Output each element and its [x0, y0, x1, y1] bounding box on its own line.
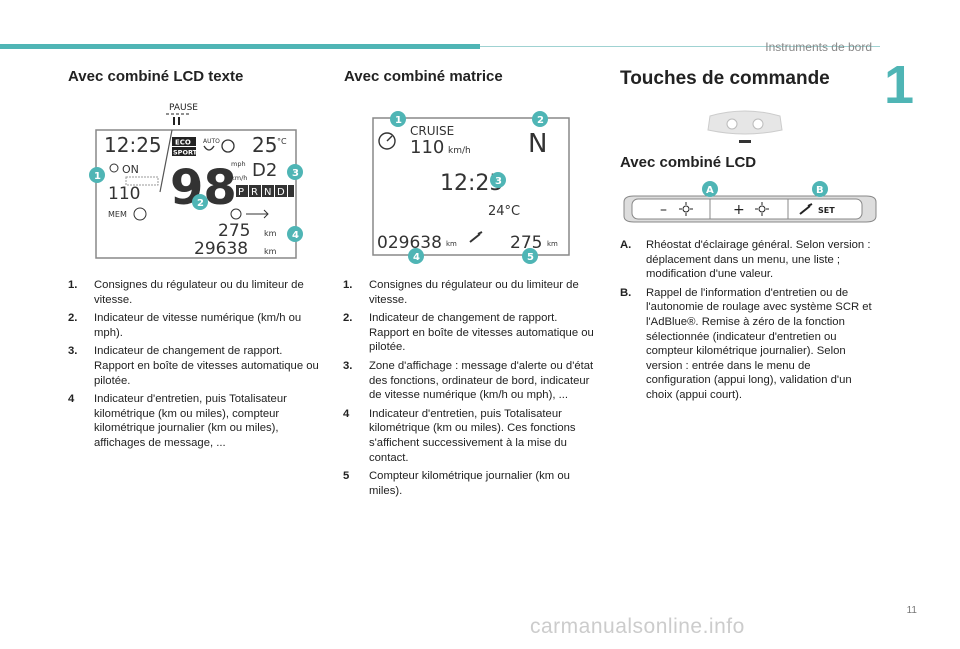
- matrix-service-unit: km: [547, 240, 558, 248]
- lcd-odo-total: 29638: [194, 239, 248, 259]
- matrix-legend: 1.Consignes du régulateur ou du limiteur…: [343, 278, 600, 502]
- brightness-down-icon: [679, 202, 693, 216]
- matrix-temperature: 24°C: [488, 204, 520, 219]
- lcd-odo-total-unit: km: [264, 247, 277, 256]
- callout-2: 2: [537, 115, 544, 126]
- control-buttons-illustration: – + SET A B: [623, 181, 877, 223]
- callout-5: 5: [527, 252, 534, 263]
- callout-4: 4: [413, 252, 420, 263]
- controls-subtitle: Avec combiné LCD: [620, 154, 757, 171]
- minus-button-label: –: [660, 202, 667, 218]
- wrench-icon: [799, 203, 813, 215]
- callout-3: 3: [292, 168, 299, 179]
- list-item: 1.Consignes du régulateur ou du limiteur…: [343, 279, 579, 306]
- running-title: Instruments de bord: [765, 40, 872, 54]
- lcd-unit-mph: mph: [231, 160, 246, 168]
- page-number: 11: [906, 605, 917, 616]
- lcd-odo-trip-unit: km: [264, 229, 277, 238]
- matrix-display-illustration: CRUISE 110 km/h N 12:25 24°C 029638 km 2…: [372, 111, 570, 264]
- plus-button-label: +: [733, 202, 745, 218]
- lcd-odo-trip: 275: [218, 221, 250, 241]
- lcd-on-label: ON: [122, 163, 139, 176]
- lcd-mem-label: MEM: [108, 210, 127, 219]
- callout-a: A: [706, 185, 714, 196]
- lcd-speed-setting: 110: [108, 184, 140, 204]
- lcd-unit-kmh: km/h: [231, 174, 247, 182]
- lcd-text-legend: 1.Consignes du régulateur ou du limiteur…: [68, 278, 323, 455]
- list-item: 3.Indicateur de changement de rapport. R…: [68, 345, 319, 387]
- header-accent-bar: [0, 44, 480, 49]
- brightness-up-icon: [755, 202, 769, 216]
- matrix-cruise-unit: km/h: [448, 146, 471, 156]
- header-rule: [480, 46, 880, 47]
- matrix-title: Avec combiné matrice: [344, 68, 503, 85]
- lcd-time: 12:25: [104, 133, 162, 157]
- matrix-cruise-label: CRUISE: [410, 124, 454, 138]
- watermark: carmanualsonline.info: [530, 615, 745, 638]
- lcd-text-title: Avec combiné LCD texte: [68, 68, 244, 85]
- matrix-cruise-speed: 110: [410, 137, 444, 158]
- list-item: 3.Zone d'affichage : message d'alerte ou…: [343, 359, 594, 402]
- gear-letter-n: N: [264, 187, 271, 198]
- matrix-odometer-unit: km: [446, 240, 457, 248]
- auto-label: AUTO: [203, 138, 220, 145]
- set-button-label: SET: [818, 206, 835, 215]
- controls-legend: A.Rhéostat d'éclairage général. Selon ve…: [620, 238, 878, 407]
- callout-1: 1: [94, 171, 101, 182]
- callout-b: B: [816, 185, 824, 196]
- gear-letter-d: D: [277, 187, 285, 198]
- list-item: B.Rappel de l'information d'entretien ou…: [620, 286, 872, 401]
- matrix-gear: N: [528, 129, 547, 159]
- matrix-odometer: 029638: [377, 233, 442, 253]
- callout-3: 3: [495, 176, 502, 187]
- lcd-temperature: 25: [252, 133, 277, 157]
- steering-wheel-icon: [707, 110, 783, 143]
- callout-2: 2: [197, 198, 204, 209]
- gear-letter-r: R: [251, 187, 258, 198]
- gear-letter-p: P: [238, 187, 244, 198]
- list-item: 2.Indicateur de changement de rapport. R…: [343, 312, 594, 354]
- sport-badge: SPORT: [173, 149, 198, 157]
- list-item: 2.Indicateur de vitesse numérique (km/h …: [68, 312, 302, 339]
- callout-4: 4: [292, 230, 299, 241]
- controls-title: Touches de commande: [620, 68, 830, 89]
- lcd-text-display-illustration: PAUSE 12:25 ECO SPORT AUTO 25 °C ON 110 …: [89, 103, 303, 259]
- matrix-service-distance: 275: [510, 233, 542, 253]
- lcd-temperature-unit: °C: [277, 137, 287, 146]
- chapter-number: 1: [883, 55, 914, 115]
- lcd-gear: D2: [252, 160, 277, 181]
- pause-label: PAUSE: [169, 103, 198, 113]
- list-item: 1.Consignes du régulateur ou du limiteur…: [68, 279, 304, 306]
- callout-1: 1: [395, 115, 402, 126]
- list-item: A.Rhéostat d'éclairage général. Selon ve…: [620, 239, 871, 281]
- lcd-gear-letters: P R N D: [236, 185, 294, 198]
- eco-badge: ECO: [175, 139, 191, 147]
